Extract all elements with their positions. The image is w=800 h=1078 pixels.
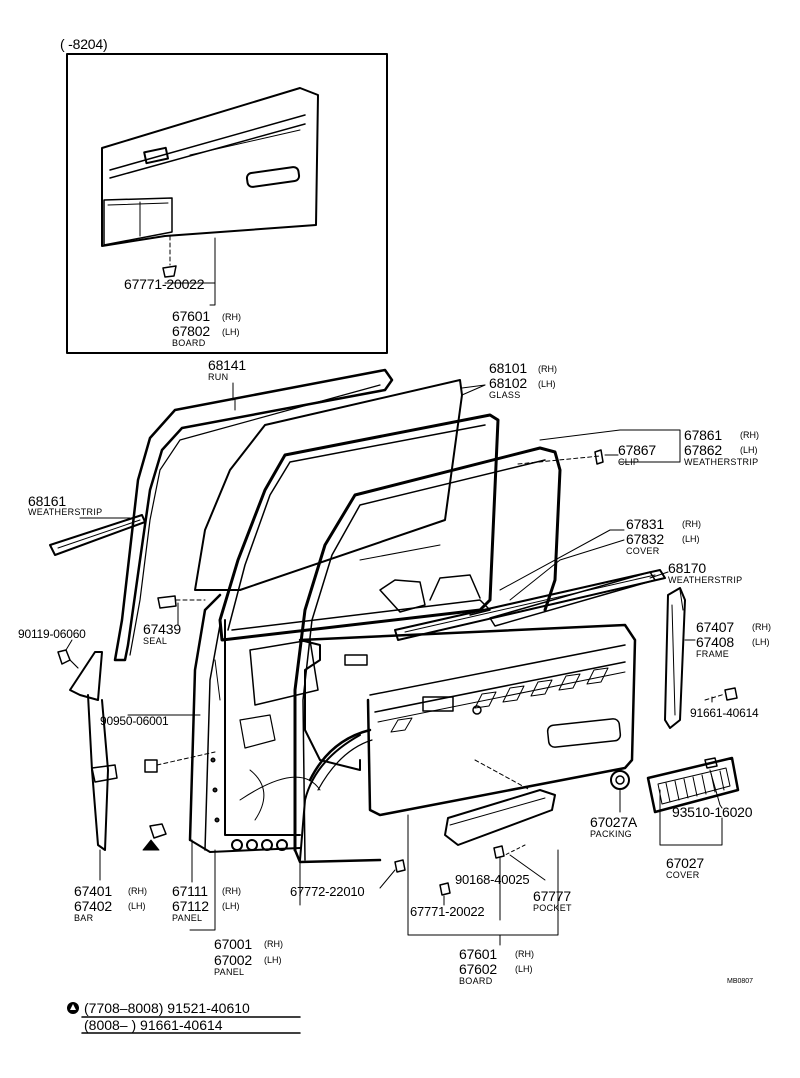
bolt-part-no: 90119-06060 — [18, 627, 86, 641]
screw-frame-no: 91661-40614 — [690, 706, 759, 720]
ws-top-rh-no: 67861 — [684, 427, 722, 443]
glass-lh-side: (LH) — [538, 379, 556, 389]
cover2-name: COVER — [666, 870, 700, 880]
ws-belt-no: 68170 — [668, 560, 706, 576]
footnote-line-2: (8008– ) 91661-40614 — [84, 1017, 223, 1033]
grille-cover — [646, 756, 740, 814]
footnote-line-1: (7708–8008) 91521-40610 — [84, 1000, 250, 1016]
run-part-no: 68141 — [208, 357, 246, 373]
drawing-code: MB0807 — [727, 978, 754, 985]
panel-name: PANEL — [172, 913, 203, 923]
panel-rh-no: 67111 — [172, 883, 208, 899]
bar-rh-no: 67401 — [74, 883, 112, 899]
inset-clip-part: 67771-20022 — [124, 276, 205, 292]
panel-rh-side: (RH) — [222, 886, 241, 896]
board-rh-no: 67601 — [459, 946, 497, 962]
inset-box — [66, 53, 388, 354]
screw-cover-no: 93510-16020 — [672, 804, 753, 820]
door-pocket — [444, 789, 556, 856]
packing-ring — [610, 770, 630, 790]
inset-board-lh-side: (LH) — [222, 327, 240, 337]
door-name: PANEL — [214, 967, 245, 977]
frame-rh-side: (RH) — [752, 622, 771, 632]
panel-lh-no: 67112 — [172, 898, 209, 914]
frame-lh-side: (LH) — [752, 637, 770, 647]
door-weatherstrip-frame — [293, 446, 562, 864]
ws-left-name: WEATHERSTRIP — [28, 507, 103, 517]
glass-rh-no: 68101 — [489, 360, 527, 376]
ws-left-no: 68161 — [28, 493, 66, 509]
ws-belt-name: WEATHERSTRIP — [668, 575, 743, 585]
run-name: RUN — [208, 372, 229, 382]
door-lh-no: 67002 — [214, 952, 252, 968]
seal-no: 67439 — [143, 621, 181, 637]
frame-rh-no: 67407 — [696, 619, 734, 635]
panel-lh-side: (LH) — [222, 901, 240, 911]
door-bar — [69, 651, 118, 851]
door-rh-no: 67001 — [214, 936, 252, 952]
inset-board-rh: 67601 — [172, 308, 210, 324]
fasteners — [57, 449, 738, 896]
glass-name: GLASS — [489, 390, 521, 400]
cover-name: COVER — [626, 546, 660, 556]
glass-frame-right — [664, 587, 686, 729]
ws-top-lh-no: 67862 — [684, 442, 722, 458]
board-rh-side: (RH) — [515, 949, 534, 959]
belt-weatherstrip — [489, 571, 656, 627]
footnote-frame — [67, 1002, 301, 1034]
run-channel — [113, 368, 394, 662]
pocket-name: POCKET — [533, 903, 572, 913]
bar-name: BAR — [74, 913, 94, 923]
frame-lh-no: 67408 — [696, 634, 734, 650]
clip-part-no: 67867 — [618, 442, 656, 458]
cover-lh-no: 67832 — [626, 531, 664, 547]
clip-name: CLIP — [618, 457, 640, 467]
inset-board-lh: 67802 — [172, 323, 210, 339]
bar-lh-side: (LH) — [128, 901, 146, 911]
weatherstrip-left — [49, 514, 146, 556]
inset-board-rh-side: (RH) — [222, 312, 241, 322]
glass-lh-no: 68102 — [489, 375, 527, 391]
clip-b-no: 90168-40025 — [455, 872, 530, 887]
inset-range: ( -8204) — [60, 36, 108, 52]
cover-rh-no: 67831 — [626, 516, 664, 532]
door-lh-side: (LH) — [264, 955, 282, 965]
door-rh-side: (RH) — [264, 939, 283, 949]
hole-plug-no: 90950-06001 — [100, 714, 169, 728]
ws-top-lh-side: (LH) — [740, 445, 758, 455]
frame-name: FRAME — [696, 649, 729, 659]
leader-lines — [65, 382, 723, 946]
board-name: BOARD — [459, 976, 493, 986]
board-lh-no: 67602 — [459, 961, 497, 977]
cover2-no: 67027 — [666, 855, 704, 871]
door-inner-panel — [188, 413, 500, 853]
board-lh-side: (LH) — [515, 964, 533, 974]
clip-a-no: 67772-22010 — [290, 884, 365, 899]
pocket-no: 67777 — [533, 888, 571, 904]
bar-lh-no: 67402 — [74, 898, 112, 914]
ws-top-name: WEATHERSTRIP — [684, 457, 759, 467]
glass-rh-side: (RH) — [538, 364, 557, 374]
packing-name: PACKING — [590, 829, 632, 839]
inset-board-name: BOARD — [172, 338, 206, 348]
seal-name: SEAL — [143, 636, 168, 646]
ws-top-rh-side: (RH) — [740, 430, 759, 440]
packing-no: 67027A — [590, 814, 638, 830]
bar-rh-side: (RH) — [128, 886, 147, 896]
door-glass — [194, 379, 486, 591]
cover-rh-side: (RH) — [682, 519, 701, 529]
clip-c-no: 67771-20022 — [410, 904, 485, 919]
door-trim-board — [298, 623, 637, 861]
cover-lh-side: (LH) — [682, 534, 700, 544]
